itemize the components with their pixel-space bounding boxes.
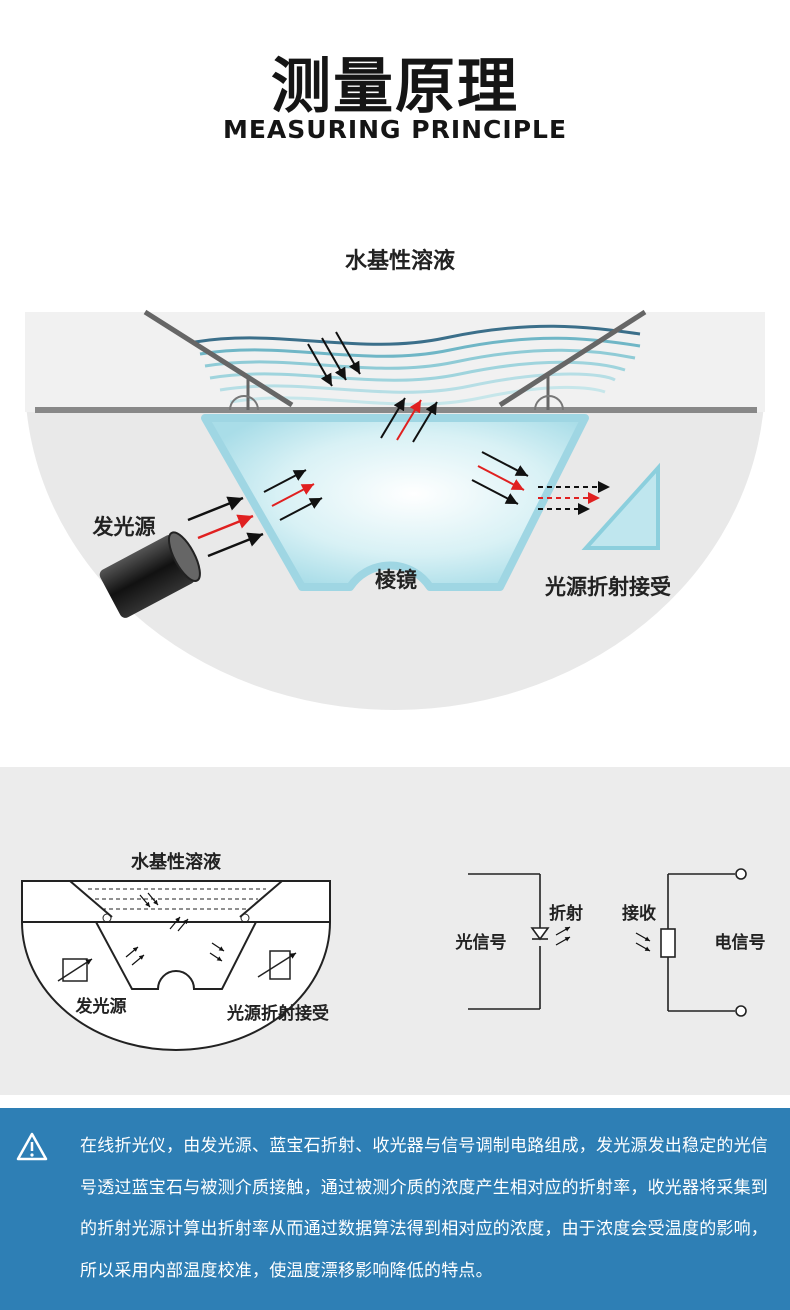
incident-rays-top [307,331,361,387]
schematic-housing [21,880,331,1051]
info-banner: 在线折光仪，由发光源、蓝宝石折射、收光器与信号调制电路组成，发光源发出稳定的光信… [0,1108,790,1310]
electrical-circuit [660,868,747,1017]
prism [201,414,589,591]
schematic-prism [94,921,258,990]
prism-rays-left [263,469,323,521]
source-rays [187,496,264,558]
electrical-signal-label: 电信号 [715,932,766,953]
receiver-label: 光源折射接受 [544,575,671,599]
prism-label: 棱镜 [375,568,417,592]
housing-top-band [25,312,765,412]
page-title: 测量原理 [271,52,519,122]
schematic-receiver-label: 光源折射接受 [226,1003,329,1024]
receiver-prism [581,462,660,550]
schematic-source-label: 发光源 [75,996,127,1017]
optical-circuit [468,873,550,1010]
schematic-diagram: 水基性溶液 发光源 光源折射接受 [21,851,766,1051]
refraction-label: 折射 [549,903,583,924]
receive-label: 接收 [622,903,656,924]
schematic-panel: 水基性溶液 发光源 光源折射接受 [0,767,790,1095]
prism-rays-right [471,451,529,505]
info-text: 在线折光仪，由发光源、蓝宝石折射、收光器与信号调制电路组成，发光源发出稳定的光信… [80,1136,768,1281]
schematic-solution-label: 水基性溶液 [131,851,222,873]
solution-label: 水基性溶液 [345,248,455,274]
upward-rays [380,397,438,443]
warning-icon [16,1132,48,1161]
page-subtitle: MEASURING PRINCIPLE [222,115,568,144]
exit-rays [538,481,610,515]
light-source [99,531,201,618]
optical-signal-label: 光信号 [455,932,507,953]
source-label: 发光源 [92,515,156,539]
refraction-diagram: 水基性溶液 发光源 棱镜 光源折射接受 [25,248,765,710]
schematic-receiver [269,950,291,980]
